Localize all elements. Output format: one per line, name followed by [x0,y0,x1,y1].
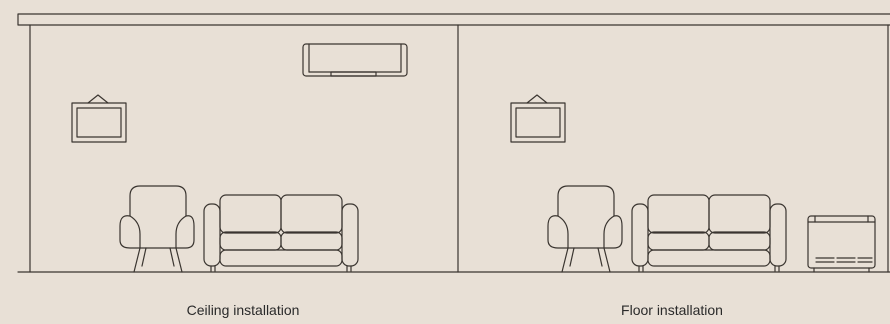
ceiling-band [18,14,890,25]
sofa-icon [204,195,358,271]
ceiling-installation-label: Ceiling installation [143,302,343,318]
armchair-icon [120,186,194,272]
floor-standing-ac-icon [808,216,875,272]
floor-installation-label: Floor installation [572,302,772,318]
armchair-icon [548,186,622,272]
picture-frame-icon [511,95,565,142]
picture-frame-icon [72,95,126,142]
sofa-icon [632,195,786,271]
wall-mounted-ac-icon [303,44,407,76]
room-walls [18,25,890,272]
